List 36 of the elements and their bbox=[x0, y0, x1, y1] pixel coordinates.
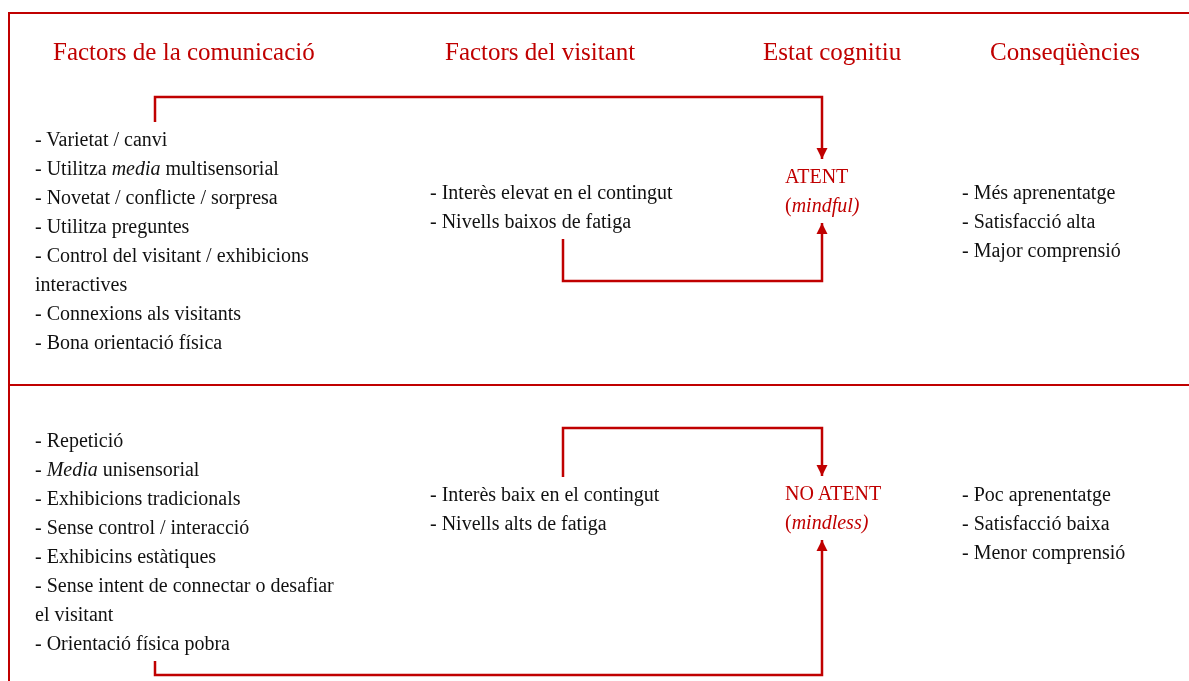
list-item: - Nivells alts de fatiga bbox=[430, 511, 608, 537]
list-item: - Bona orientació física bbox=[35, 330, 224, 355]
list-item: - Interès baix en el contingut bbox=[430, 482, 661, 508]
list-item: - Connexions als visitants bbox=[35, 301, 243, 326]
list-item: - Repetició bbox=[35, 428, 125, 454]
arrow bbox=[561, 223, 828, 283]
list-item: - Utilitza media multisensorial bbox=[35, 156, 280, 181]
column-heading: Estat cognitiu bbox=[763, 38, 902, 66]
arrow bbox=[153, 540, 828, 677]
list-item: - Sense intent de connectar o desafiar el visitant bbox=[35, 573, 335, 627]
list-item: - Exhibicions tradicionals bbox=[35, 486, 242, 511]
column-heading: Conseqüències bbox=[990, 38, 1140, 66]
state-label: ATENT bbox=[785, 164, 850, 189]
list-item: - Satisfacció alta bbox=[962, 209, 1097, 234]
list-item: - Orientació física pobra bbox=[35, 631, 231, 657]
list-item: - Major comprensió bbox=[962, 238, 1122, 264]
column-heading: Factors de la comunicació bbox=[53, 38, 315, 66]
column-heading: Factors del visitant bbox=[445, 38, 636, 66]
arrow bbox=[561, 426, 828, 477]
state-label: NO ATENT bbox=[785, 481, 883, 506]
list-item: - Nivells baixos de fatiga bbox=[430, 209, 633, 235]
list-item: - Exhibicins estàtiques bbox=[35, 544, 218, 570]
state-label: (mindful) bbox=[785, 193, 861, 219]
list-item: - Menor comprensió bbox=[962, 540, 1127, 566]
list-item: - Sense control / interacció bbox=[35, 515, 251, 540]
list-item: - Media unisensorial bbox=[35, 457, 201, 482]
list-item: - Satisfacció baixa bbox=[962, 511, 1111, 536]
list-item: - Utilitza preguntes bbox=[35, 214, 191, 240]
arrow bbox=[153, 95, 828, 159]
list-item: - Més aprenentatge bbox=[962, 180, 1117, 206]
list-item: - Poc aprenentatge bbox=[962, 482, 1112, 508]
list-item: - Control del visitant / exhibicions interactives bbox=[35, 243, 310, 297]
list-item: - Varietat / canvi bbox=[35, 127, 169, 152]
state-label: (mindless) bbox=[785, 510, 870, 536]
list-item: - Interès elevat en el contingut bbox=[430, 180, 674, 206]
list-item: - Novetat / conflicte / sorpresa bbox=[35, 185, 279, 211]
